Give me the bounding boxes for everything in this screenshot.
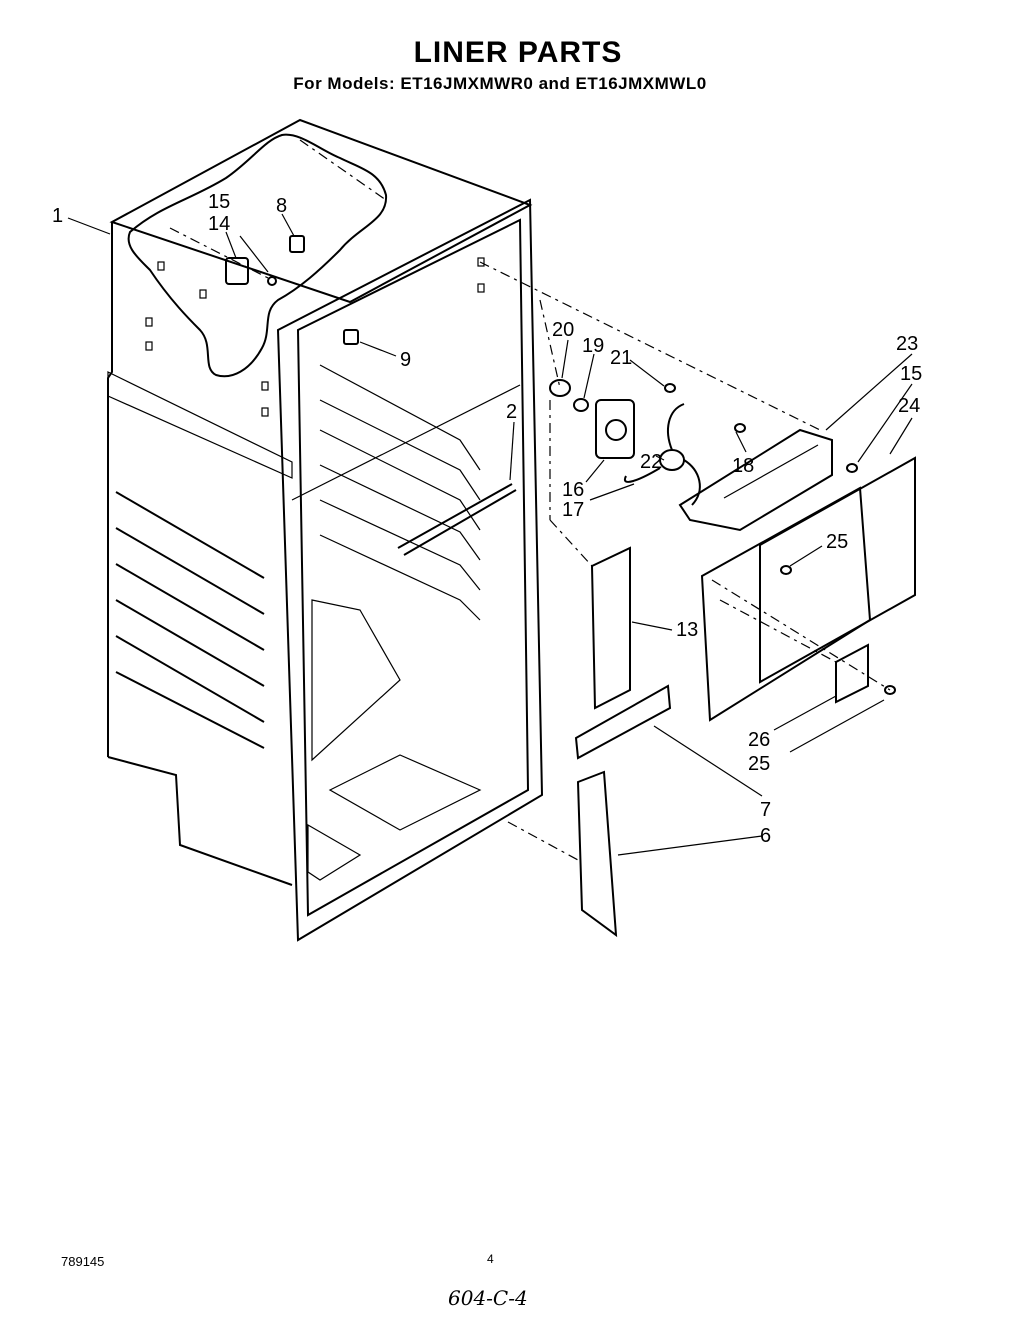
callout-6: 6 [760,825,771,847]
leader-lines [67,213,913,856]
part-24-panel [759,456,916,684]
part-26-cover [835,643,869,704]
part-2-rod [397,483,517,556]
part-20-grommet [549,379,571,397]
callout-17: 17 [562,499,584,521]
callout-20: 20 [552,319,574,341]
vent-holes [145,257,485,417]
callout-2: 2 [506,401,517,423]
part-15-screw [267,276,277,286]
part-19-washer [573,398,589,412]
liner-cabinet [107,118,544,942]
callout-25b: 25 [748,753,770,775]
assembly-lines [169,139,891,861]
part-6-duct [576,770,618,938]
part-9-clip [343,329,359,345]
callout-22: 22 [640,451,662,473]
part-16-motor [595,399,635,459]
callout-13: 13 [676,619,698,641]
part-15-screw-right [846,463,858,473]
callout-15a: 15 [208,191,230,213]
callout-16: 16 [562,479,584,501]
callout-8: 8 [276,195,287,217]
page-title: LINER PARTS [413,36,623,69]
callout-26: 26 [748,729,770,751]
callout-19: 19 [582,335,604,357]
callout-9: 9 [400,349,411,371]
page-number: 4 [487,1252,494,1266]
part-21-screw [664,383,676,393]
callout-18: 18 [732,455,754,477]
callout-14: 14 [208,213,230,235]
part-18-screw [734,423,746,433]
interior-shelves [319,364,481,621]
callout-23: 23 [896,333,918,355]
callout-7: 7 [760,799,771,821]
callout-labels: 1 15 14 8 9 2 20 19 21 23 15 24 18 22 16… [52,191,922,847]
model-subtitle: For Models: ET16JMXMWR0 and ET16JMXMWL0 [293,74,707,93]
part-25-screw-b [884,685,896,695]
callout-1: 1 [52,205,63,227]
side-louvers [115,491,265,749]
document-number: 789145 [61,1254,105,1269]
callout-15b: 15 [900,363,922,385]
part-14-bracket [225,257,249,285]
callout-25a: 25 [826,531,848,553]
callout-21: 21 [610,347,632,369]
handwritten-note: 604-C-4 [448,1286,528,1310]
callout-24: 24 [898,395,920,417]
part-25-screw-a [780,565,792,575]
part-8-clip [289,235,305,253]
part-7-deflector [574,684,672,760]
part-22-fan-blade [623,403,701,506]
part-13-duct [590,546,631,710]
part-panel-back [700,486,872,722]
part-23-shroud [678,428,833,532]
